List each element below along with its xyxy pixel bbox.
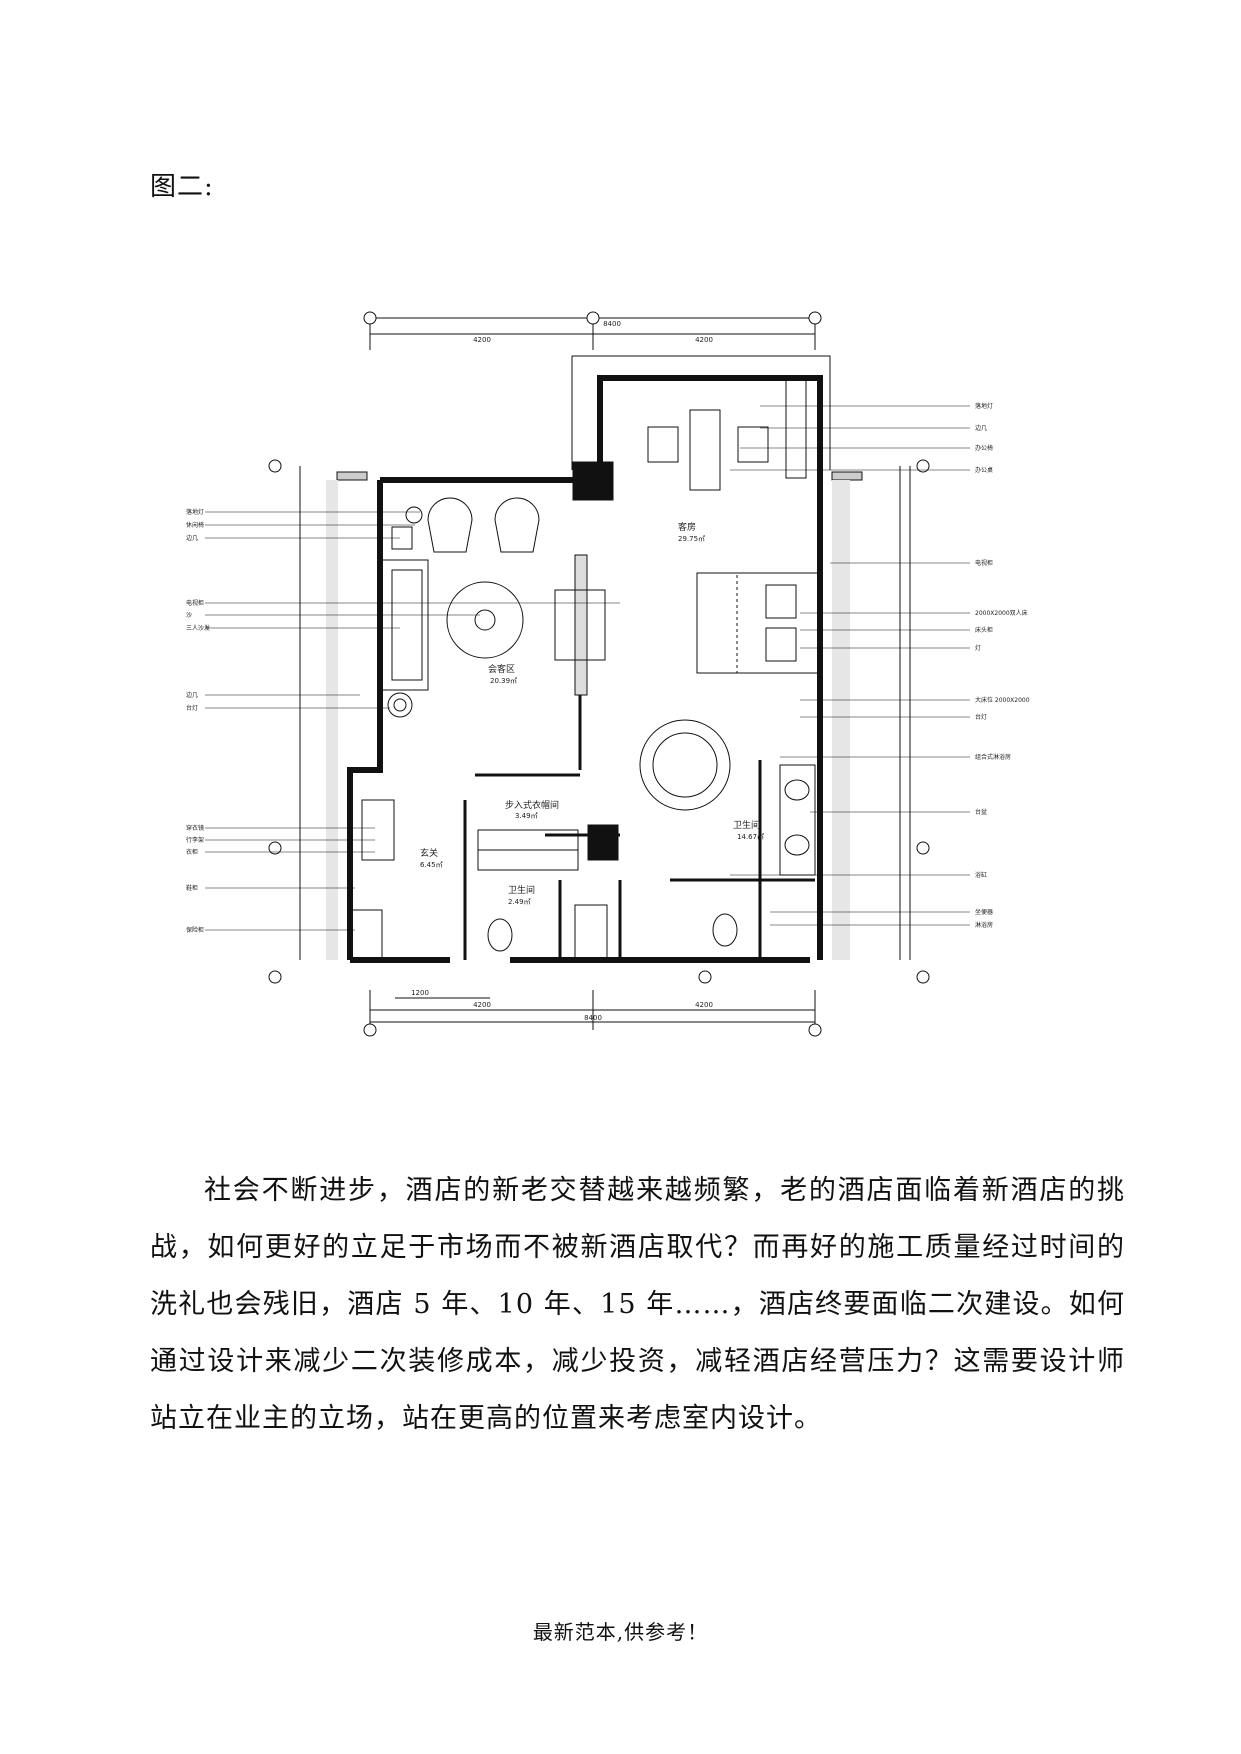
- room-lounge-name: 会客区: [488, 663, 515, 675]
- callout-left: 电视柜: [186, 599, 204, 607]
- callout-right: 床头柜: [975, 626, 993, 634]
- page-footer: 最新范本,供参考！: [532, 1620, 709, 1644]
- dim-bottom-left: 4200: [473, 1001, 491, 1009]
- callout-left: 行李架: [186, 836, 204, 844]
- dim-bottom-right: 4200: [695, 1001, 713, 1009]
- callout-right: 大床位 2000X2000: [975, 696, 1030, 704]
- callout-right: 办公椅: [975, 444, 993, 452]
- room-bath-area: 14.67㎡: [737, 833, 764, 841]
- dim-top-left: 4200: [473, 336, 491, 344]
- room-closet-name: 步入式衣帽间: [505, 799, 559, 811]
- callouts-left: 落地灯 休闲椅 边几 电视柜 沙 三人沙发 边几 台灯 穿衣镜 行李架 衣柜 鞋…: [186, 508, 210, 934]
- dim-bottom-sub: 1200: [411, 989, 429, 997]
- callout-left: 休闲椅: [186, 521, 204, 529]
- callout-left: 边几: [186, 691, 198, 699]
- callout-left: 保险柜: [186, 926, 204, 934]
- callout-right: 落地灯: [975, 402, 993, 410]
- callout-left: 鞋柜: [186, 884, 198, 892]
- room-entry-area: 6.45㎡: [420, 861, 443, 869]
- callout-right: 办公桌: [975, 466, 993, 474]
- callout-right: 组合式淋浴房: [975, 753, 1011, 761]
- room-guest-area: 29.75㎡: [678, 535, 705, 543]
- figure-label: 图二:: [150, 172, 214, 202]
- callout-left: 穿衣镜: [186, 824, 204, 832]
- callout-left: 三人沙发: [186, 624, 210, 632]
- dim-top-total: 8400: [603, 320, 621, 328]
- room-closet-area: 3.49㎡: [515, 812, 538, 820]
- callout-right: 坐便器: [975, 908, 993, 916]
- room-bath-name: 卫生间: [733, 819, 760, 831]
- callout-left: 衣柜: [186, 848, 198, 856]
- callout-right: 淋浴房: [975, 921, 993, 929]
- callout-left: 沙: [186, 612, 192, 619]
- callout-right: 电视柜: [975, 559, 993, 567]
- room-guest-name: 客房: [678, 521, 696, 533]
- callout-right: 浴缸: [975, 871, 987, 879]
- callout-right: 边几: [975, 424, 987, 432]
- room-lounge-area: 20.39㎡: [490, 677, 517, 685]
- body-paragraph: 社会不断进步，酒店的新老交替越来越频繁，老的酒店面临着新酒店的挑战，如何更好的立…: [150, 1175, 1125, 1434]
- room-toilet-area: 2.49㎡: [508, 898, 531, 906]
- callout-left: 边几: [186, 534, 198, 542]
- callout-right: 台灯: [975, 713, 987, 721]
- dim-bottom-total: 8400: [584, 1014, 602, 1022]
- callout-right: 2000X2000双人床: [975, 609, 1028, 617]
- room-entry-name: 玄关: [420, 847, 438, 859]
- callout-left: 落地灯: [186, 508, 204, 516]
- dim-top-right: 4200: [695, 336, 713, 344]
- room-toilet-name: 卫生间: [508, 884, 535, 896]
- callouts-right: 落地灯 边几 办公椅 办公桌 电视柜 2000X2000双人床 床头柜 灯 大床…: [975, 402, 1030, 929]
- callout-left: 台灯: [186, 704, 198, 712]
- callout-right: 灯: [975, 644, 981, 652]
- callout-right: 台盆: [975, 808, 987, 816]
